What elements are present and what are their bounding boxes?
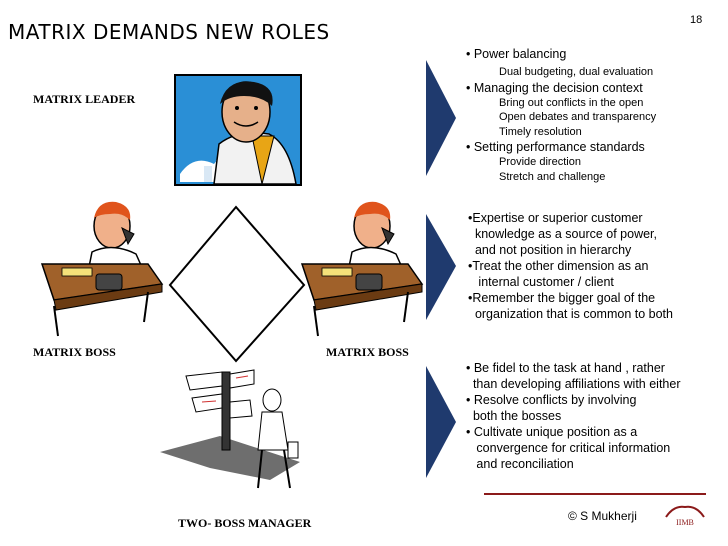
matrix-boss-right-label: MATRIX BOSS: [326, 345, 409, 359]
two-boss-manager-label: TWO- BOSS MANAGER: [178, 516, 312, 530]
text-line: internal customer / client: [468, 275, 614, 289]
iimb-logo: IIMB: [665, 505, 705, 527]
panel-leader-duties: • Power balancing Dual budgeting, dual e…: [466, 46, 656, 184]
text-line: and reconciliation: [466, 457, 574, 471]
diamond-shape: [168, 205, 306, 363]
text-line: •Expertise or superior customer: [468, 211, 643, 225]
text-line: • Cultivate unique position as a: [466, 425, 638, 439]
panel-boss-duties: •Expertise or superior customer knowledg…: [468, 210, 673, 322]
matrix-boss-right-illustration: [300, 201, 424, 337]
sub-item: Open debates and transparency: [499, 111, 657, 123]
matrix-leader-label: MATRIX LEADER: [33, 92, 136, 106]
slide-title: MATRIX DEMANDS NEW ROLES: [8, 20, 330, 44]
bullet-performance-standards: • Setting performance standards: [466, 140, 645, 154]
bullet-decision-context: • Managing the decision context: [466, 80, 643, 95]
chevron-arrow-1: [426, 60, 456, 176]
chevron-arrow-3: [426, 366, 456, 478]
footer-divider: [484, 493, 706, 495]
text-line: convergence for critical information: [466, 441, 671, 455]
panel-manager-duties: • Be fidel to the task at hand , rather …: [466, 360, 681, 472]
sub-item: Provide direction: [499, 156, 581, 168]
sub-item: Dual budgeting, dual evaluation: [499, 66, 654, 78]
sub-item: Bring out conflicts in the open: [499, 96, 644, 109]
text-line: •Treat the other dimension as an: [468, 259, 649, 273]
copyright-text: © S Mukherji: [568, 509, 637, 523]
svg-text:IIMB: IIMB: [676, 518, 694, 527]
text-line: than developing affiliations with either: [466, 377, 681, 391]
text-line: • Resolve conflicts by involving: [466, 393, 637, 407]
text-line: knowledge as a source of power,: [468, 227, 658, 241]
text-line: and not position in hierarchy: [468, 243, 632, 257]
text-line: organization that is common to both: [468, 307, 673, 321]
text-line: • Be fidel to the task at hand , rather: [466, 361, 665, 375]
two-boss-manager-illustration: [160, 369, 300, 489]
text-line: both the bosses: [466, 409, 562, 423]
sub-item: Stretch and challenge: [499, 170, 606, 183]
page-number: 18: [690, 14, 703, 26]
sub-item: Timely resolution: [499, 125, 582, 138]
matrix-boss-left-illustration: [40, 201, 164, 337]
text-line: •Remember the bigger goal of the: [468, 291, 656, 305]
bullet-power-balancing: • Power balancing: [466, 47, 567, 61]
chevron-arrow-2: [426, 214, 456, 320]
matrix-boss-left-label: MATRIX BOSS: [33, 345, 116, 359]
matrix-leader-illustration: [174, 74, 302, 186]
